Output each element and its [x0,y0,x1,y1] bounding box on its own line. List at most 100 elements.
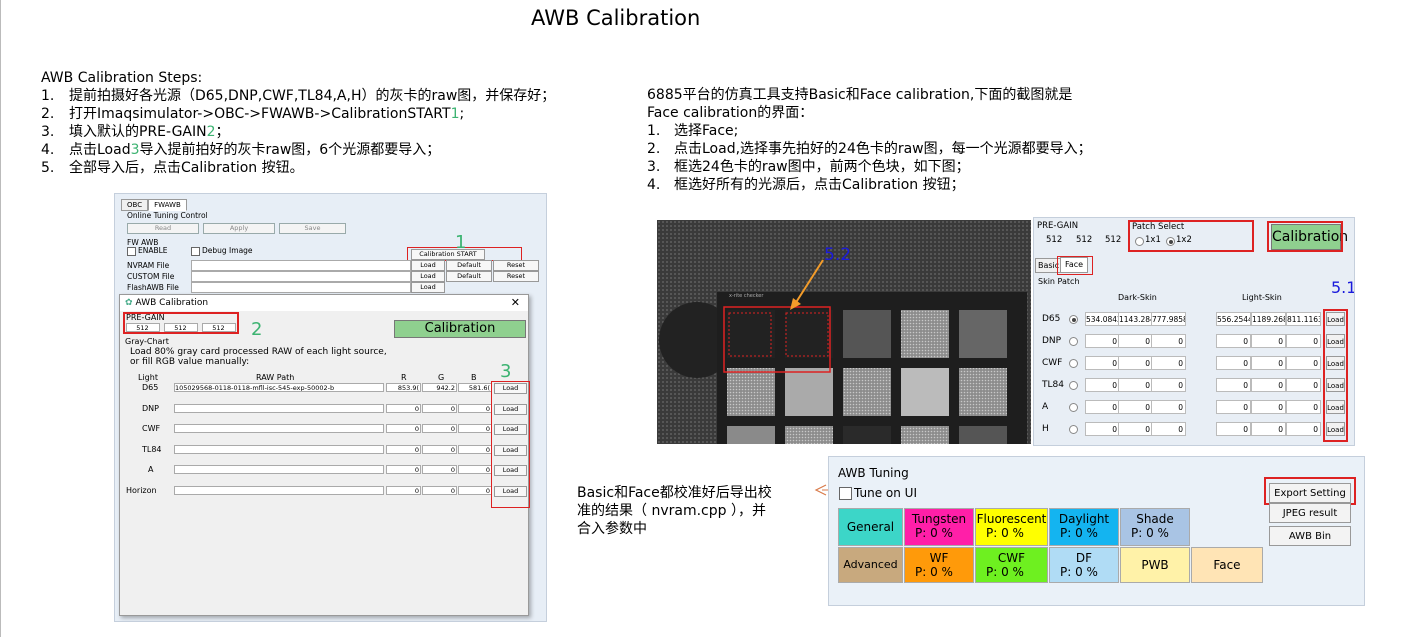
gray-row-r[interactable]: 0 [386,403,421,413]
gray-row-g[interactable]: 0 [422,403,457,413]
face-light-cell[interactable]: 811.1163 [1286,312,1321,326]
gray-row-r[interactable]: 853.9( [386,383,421,392]
face-light-cell[interactable]: 0 [1286,334,1321,348]
general-button[interactable]: General [838,508,903,546]
face-light-cell[interactable]: 0 [1286,378,1321,392]
face-load-button[interactable]: Load [1326,400,1345,414]
face-light-cell[interactable]: 1189.268 [1251,312,1286,326]
face-dark-cell[interactable]: 0 [1085,400,1120,414]
calibration-start-button[interactable]: Calibration START [411,249,485,260]
face-light-cell[interactable]: 0 [1216,400,1251,414]
face-pregain-g[interactable]: 512 [1076,235,1093,245]
face-dark-cell[interactable]: 777.9858 [1151,312,1186,326]
face-light-cell[interactable]: 0 [1286,400,1321,414]
gray-row-path[interactable] [174,485,384,495]
face-light-cell[interactable]: 0 [1251,334,1286,348]
gray-row-g[interactable]: 942.2 [422,383,457,392]
face-calibration-button[interactable]: Calibration [1271,224,1348,250]
gray-row-b[interactable]: 0 [458,444,492,454]
tune-on-ui-checkbox[interactable]: Tune on UI [839,486,917,500]
face-dark-cell[interactable]: 0 [1151,334,1186,348]
custom-load-button[interactable]: Load [411,271,445,282]
face-dark-cell[interactable]: 0 [1151,356,1186,370]
gray-row-b[interactable]: 0 [458,403,492,413]
read-button[interactable]: Read [127,223,199,234]
gray-row-load-button[interactable]: Load [494,465,527,476]
gray-row-g[interactable]: 0 [422,485,457,495]
custom-default-button[interactable]: Default [446,271,492,282]
gray-row-b[interactable]: 581.6( [458,383,492,392]
face-dark-cell[interactable]: 0 [1118,356,1153,370]
tab-fwawb[interactable]: FWAWB [148,199,187,211]
face-load-button[interactable]: Load [1326,356,1345,370]
gray-row-b[interactable]: 0 [458,465,492,474]
face-pregain-r[interactable]: 512 [1046,235,1063,245]
face-light-cell[interactable]: 0 [1216,378,1251,392]
pregain-g-field[interactable]: 512 [164,323,198,332]
gray-row-path[interactable]: 105029568-0118-0118-mfll-isc-545-exp-500… [174,383,384,392]
face-light-cell[interactable]: 0 [1216,422,1251,436]
gray-row-g[interactable]: 0 [422,465,457,474]
face-dark-cell[interactable]: 0 [1151,422,1186,436]
face-light-cell[interactable]: 0 [1216,356,1251,370]
gray-row-path[interactable] [174,403,384,413]
face-dark-cell[interactable]: 1143.284 [1118,312,1153,326]
debug-image-checkbox[interactable]: Debug Image [191,246,253,256]
gray-row-g[interactable]: 0 [422,424,457,433]
face-dark-cell[interactable]: 0 [1085,422,1120,436]
radio-1x1[interactable] [1135,237,1144,246]
face-row-radio[interactable] [1069,381,1078,390]
face-light-cell[interactable]: 0 [1251,400,1286,414]
face-load-button[interactable]: Load [1326,378,1345,392]
flashawb-load-button[interactable]: Load [411,282,445,293]
face-dark-cell[interactable]: 0 [1118,400,1153,414]
face-dark-cell[interactable]: 0 [1118,378,1153,392]
face-dark-cell[interactable]: 0 [1151,400,1186,414]
gray-row-path[interactable] [174,424,384,433]
gray-row-r[interactable]: 0 [386,485,421,495]
gray-row-b[interactable]: 0 [458,485,492,495]
face-row-radio[interactable] [1069,315,1078,324]
face-dark-cell[interactable]: 0 [1151,378,1186,392]
face-dark-cell[interactable]: 0 [1085,378,1120,392]
apply-button[interactable]: Apply [203,223,275,234]
gray-row-r[interactable]: 0 [386,465,421,474]
custom-reset-button[interactable]: Reset [493,271,539,282]
face-pregain-b[interactable]: 512 [1105,235,1122,245]
jpeg-result-button[interactable]: JPEG result [1269,503,1351,523]
nvram-load-button[interactable]: Load [411,260,445,271]
export-setting-button[interactable]: Export Setting [1269,483,1351,503]
face-dark-cell[interactable]: 534.0842 [1085,312,1120,326]
enable-checkbox[interactable]: ENABLE [127,246,168,256]
face-row-radio[interactable] [1069,403,1078,412]
advanced-button[interactable]: Advanced [838,547,903,583]
pregain-r-field[interactable]: 512 [126,323,160,332]
face-light-cell[interactable]: 0 [1251,422,1286,436]
face-row-radio[interactable] [1069,359,1078,368]
gray-row-r[interactable]: 0 [386,424,421,433]
gray-row-load-button[interactable]: Load [494,424,527,435]
flashawb-file-field[interactable] [191,282,411,293]
face-light-cell[interactable]: 0 [1286,422,1321,436]
nvram-default-button[interactable]: Default [446,260,492,271]
tab-face[interactable]: Face [1060,257,1089,273]
calibration-button[interactable]: Calibration [394,320,526,338]
face-light-cell[interactable]: 556.2544 [1216,312,1251,326]
gray-row-load-button[interactable]: Load [494,444,527,456]
gray-row-path[interactable] [174,465,384,474]
face-light-cell[interactable]: 0 [1251,378,1286,392]
nvram-reset-button[interactable]: Reset [493,260,539,271]
face-load-button[interactable]: Load [1326,422,1345,436]
face-button[interactable]: Face [1191,547,1263,583]
radio-1x2[interactable] [1166,237,1175,246]
save-button[interactable]: Save [279,223,346,234]
gray-row-load-button[interactable]: Load [494,403,527,415]
pwb-button[interactable]: PWB [1120,547,1190,583]
